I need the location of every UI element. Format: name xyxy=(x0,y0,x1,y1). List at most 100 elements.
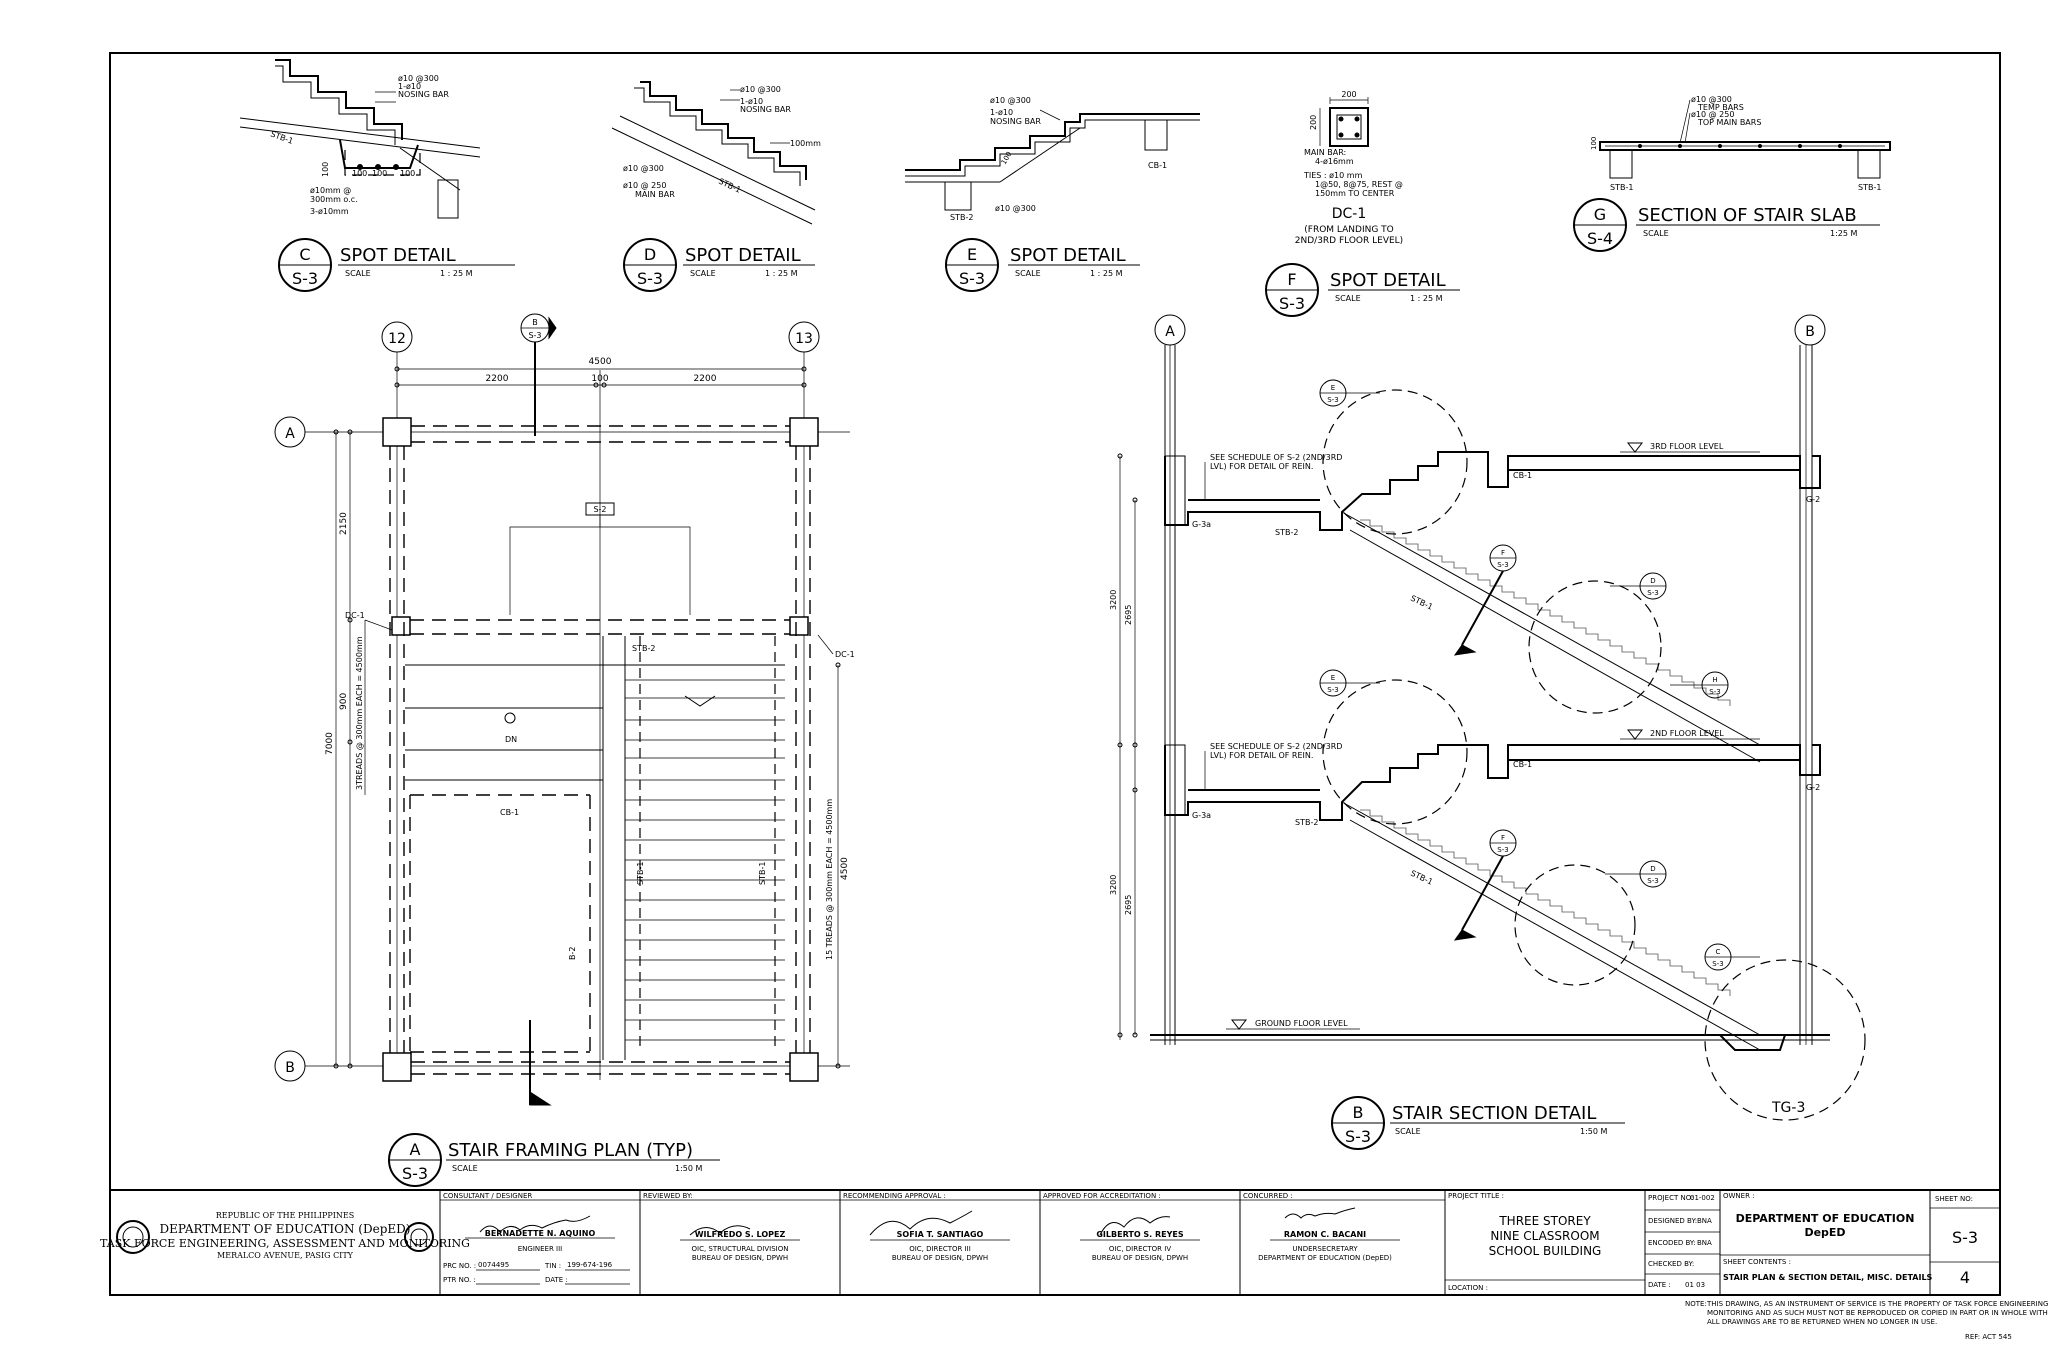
d-note-3: NOSING BAR xyxy=(740,105,791,114)
plan-sec-sheet: S-3 xyxy=(528,331,541,340)
g-title: SECTION OF STAIR SLAB xyxy=(1638,205,1857,226)
sec-g3a-a: G-3a xyxy=(1192,520,1211,529)
signature-reviewed xyxy=(689,1225,751,1236)
svg-text:S-3: S-3 xyxy=(1712,960,1723,968)
concurred-role-2: DEPARTMENT OF EDUCATION (DepED) xyxy=(1258,1254,1392,1262)
svg-text:C: C xyxy=(1716,948,1721,956)
sec-g3a-b: G-3a xyxy=(1192,811,1211,820)
c-sheet: S-3 xyxy=(292,269,318,288)
svg-text:D: D xyxy=(1650,577,1655,585)
sec-title: STAIR SECTION DETAIL xyxy=(1392,1103,1596,1124)
e-letter: E xyxy=(967,245,977,264)
project-no-label: PROJECT NO: xyxy=(1648,1194,1693,1202)
deped-seal-left xyxy=(116,1220,150,1254)
sheet-border xyxy=(109,52,2001,1296)
c-note-2: 1-ø10 xyxy=(398,82,421,91)
detail-d: ø10 @300 1-ø10 NOSING BAR 100mm ø10 @300… xyxy=(611,81,821,292)
note-label: NOTE: xyxy=(1685,1300,1707,1308)
c-scale: 1 : 25 M xyxy=(440,269,473,278)
plan-dn: DN xyxy=(505,735,517,744)
e-note-4: CB-1 xyxy=(1148,161,1167,170)
c-dim-3: 100 xyxy=(372,169,387,178)
signature-consultant xyxy=(479,1215,591,1233)
c-note-4: STB-1 xyxy=(269,129,294,145)
note-line-1: THIS DRAWING, AS AN INSTRUMENT OF SERVIC… xyxy=(1706,1300,2048,1308)
agency-line-1: REPUBLIC OF THE PHILIPPINES xyxy=(216,1211,354,1220)
prc-value: 0074495 xyxy=(478,1261,509,1269)
sec-stb2-b: STB-2 xyxy=(1295,818,1318,827)
sec-note-1a: SEE SCHEDULE OF S-2 (2ND/3RD xyxy=(1210,453,1342,462)
f-note-1: MAIN BAR: xyxy=(1304,148,1346,157)
svg-text:D: D xyxy=(1650,865,1655,873)
f-dim-side: 200 xyxy=(1309,115,1318,130)
owner-header: OWNER : xyxy=(1723,1192,1755,1200)
plan-sheet: S-3 xyxy=(402,1164,428,1183)
plan-dim-treads-left: 3TREADS @ 300mm EACH = 4500mm xyxy=(355,636,364,790)
project-line-2: NINE CLASSROOM xyxy=(1490,1229,1599,1243)
plan-grid-b: B xyxy=(285,1060,295,1076)
callout-f-2: F S-3 xyxy=(1453,829,1517,941)
svg-text:E: E xyxy=(1331,384,1335,392)
svg-text:S-3: S-3 xyxy=(1647,877,1658,885)
svg-text:S-3: S-3 xyxy=(1709,688,1720,696)
f-note-3: TIES : ø10 mm xyxy=(1303,171,1363,180)
g-note-1: ø10 @300 xyxy=(1691,95,1732,104)
c-note-1: ø10 @300 xyxy=(398,74,439,83)
svg-text:S-3: S-3 xyxy=(1647,589,1658,597)
g-note-2: TEMP BARS xyxy=(1697,103,1744,112)
e-note-3: NOSING BAR xyxy=(990,117,1041,126)
detail-c: ø10 @300 1-ø10 NOSING BAR STB-1 ø10mm @ … xyxy=(239,59,515,292)
reviewed-name: WILFREDO S. LOPEZ xyxy=(695,1230,786,1239)
c-note-7: 3-ø10mm xyxy=(310,207,349,216)
sec-level-3: 3RD FLOOR LEVEL xyxy=(1650,442,1724,451)
sec-scale-label: SCALE xyxy=(1395,1127,1421,1136)
sec-g2-b: G-2 xyxy=(1806,783,1820,792)
plan-scale-label: SCALE xyxy=(452,1164,478,1173)
g-scale-label: SCALE xyxy=(1643,229,1669,238)
designed-label: DESIGNED BY: xyxy=(1648,1217,1697,1225)
sec-g2-a: G-2 xyxy=(1806,495,1820,504)
e-note-6: ø10 @300 xyxy=(995,204,1036,213)
svg-text:E: E xyxy=(1331,674,1335,682)
svg-text:S-3: S-3 xyxy=(1327,396,1338,404)
sheet-header: SHEET NO: xyxy=(1935,1195,1973,1203)
plan-s2: S-2 xyxy=(593,505,606,514)
signature-concurred xyxy=(1284,1207,1356,1219)
plan-grid-13: 13 xyxy=(795,331,813,347)
sec-scale: 1:50 M xyxy=(1580,1127,1608,1136)
callout-e-2: E S-3 xyxy=(1319,669,1380,697)
agency-line-2: DEPARTMENT OF EDUCATION (DepED) xyxy=(160,1222,411,1236)
note-line-2: MONITORING AND AS SUCH MUST NOT BE REPRO… xyxy=(1707,1309,2048,1317)
svg-text:S-3: S-3 xyxy=(1327,686,1338,694)
callout-f-1: F S-3 xyxy=(1453,544,1517,656)
signature-approved xyxy=(1099,1216,1171,1236)
date-label-consultant: DATE : xyxy=(545,1276,568,1284)
contents-header: SHEET CONTENTS : xyxy=(1723,1258,1791,1266)
project-line-1: THREE STOREY xyxy=(1498,1214,1591,1228)
sec-cb1-a: CB-1 xyxy=(1513,471,1532,480)
plan-dim-left: 2200 xyxy=(486,374,509,384)
e-scale-label: SCALE xyxy=(1015,269,1041,278)
e-sheet: S-3 xyxy=(959,269,985,288)
f-dim-top: 200 xyxy=(1341,90,1356,99)
sheet-num: 4 xyxy=(1960,1268,1970,1287)
c-note-6: 300mm o.c. xyxy=(310,195,358,204)
plan-b2: B-2 xyxy=(568,947,577,960)
plan-dim-mid: 100 xyxy=(591,374,608,384)
d-note-1: ø10 @300 xyxy=(740,85,781,94)
sec-level-2: 2ND FLOOR LEVEL xyxy=(1650,729,1724,738)
f-scale-label: SCALE xyxy=(1335,294,1361,303)
f-column-note-2: 2ND/3RD FLOOR LEVEL) xyxy=(1295,236,1403,246)
c-letter: C xyxy=(299,245,310,264)
f-note-4: 1@50, 8@75, REST @ xyxy=(1315,180,1403,189)
checked-label: CHECKED BY: xyxy=(1648,1260,1694,1268)
tin-value: 199-674-196 xyxy=(567,1261,613,1269)
consultant-role: ENGINEER III xyxy=(518,1245,563,1253)
sec-stb1-a: STB-1 xyxy=(1409,594,1434,612)
contents-text: STAIR PLAN & SECTION DETAIL, MISC. DETAI… xyxy=(1723,1273,1933,1282)
c-scale-label: SCALE xyxy=(345,269,371,278)
plan-title: STAIR FRAMING PLAN (TYP) xyxy=(448,1140,693,1161)
concurred-header: CONCURRED : xyxy=(1243,1192,1293,1200)
f-note-2: 4-ø16mm xyxy=(1315,157,1354,166)
